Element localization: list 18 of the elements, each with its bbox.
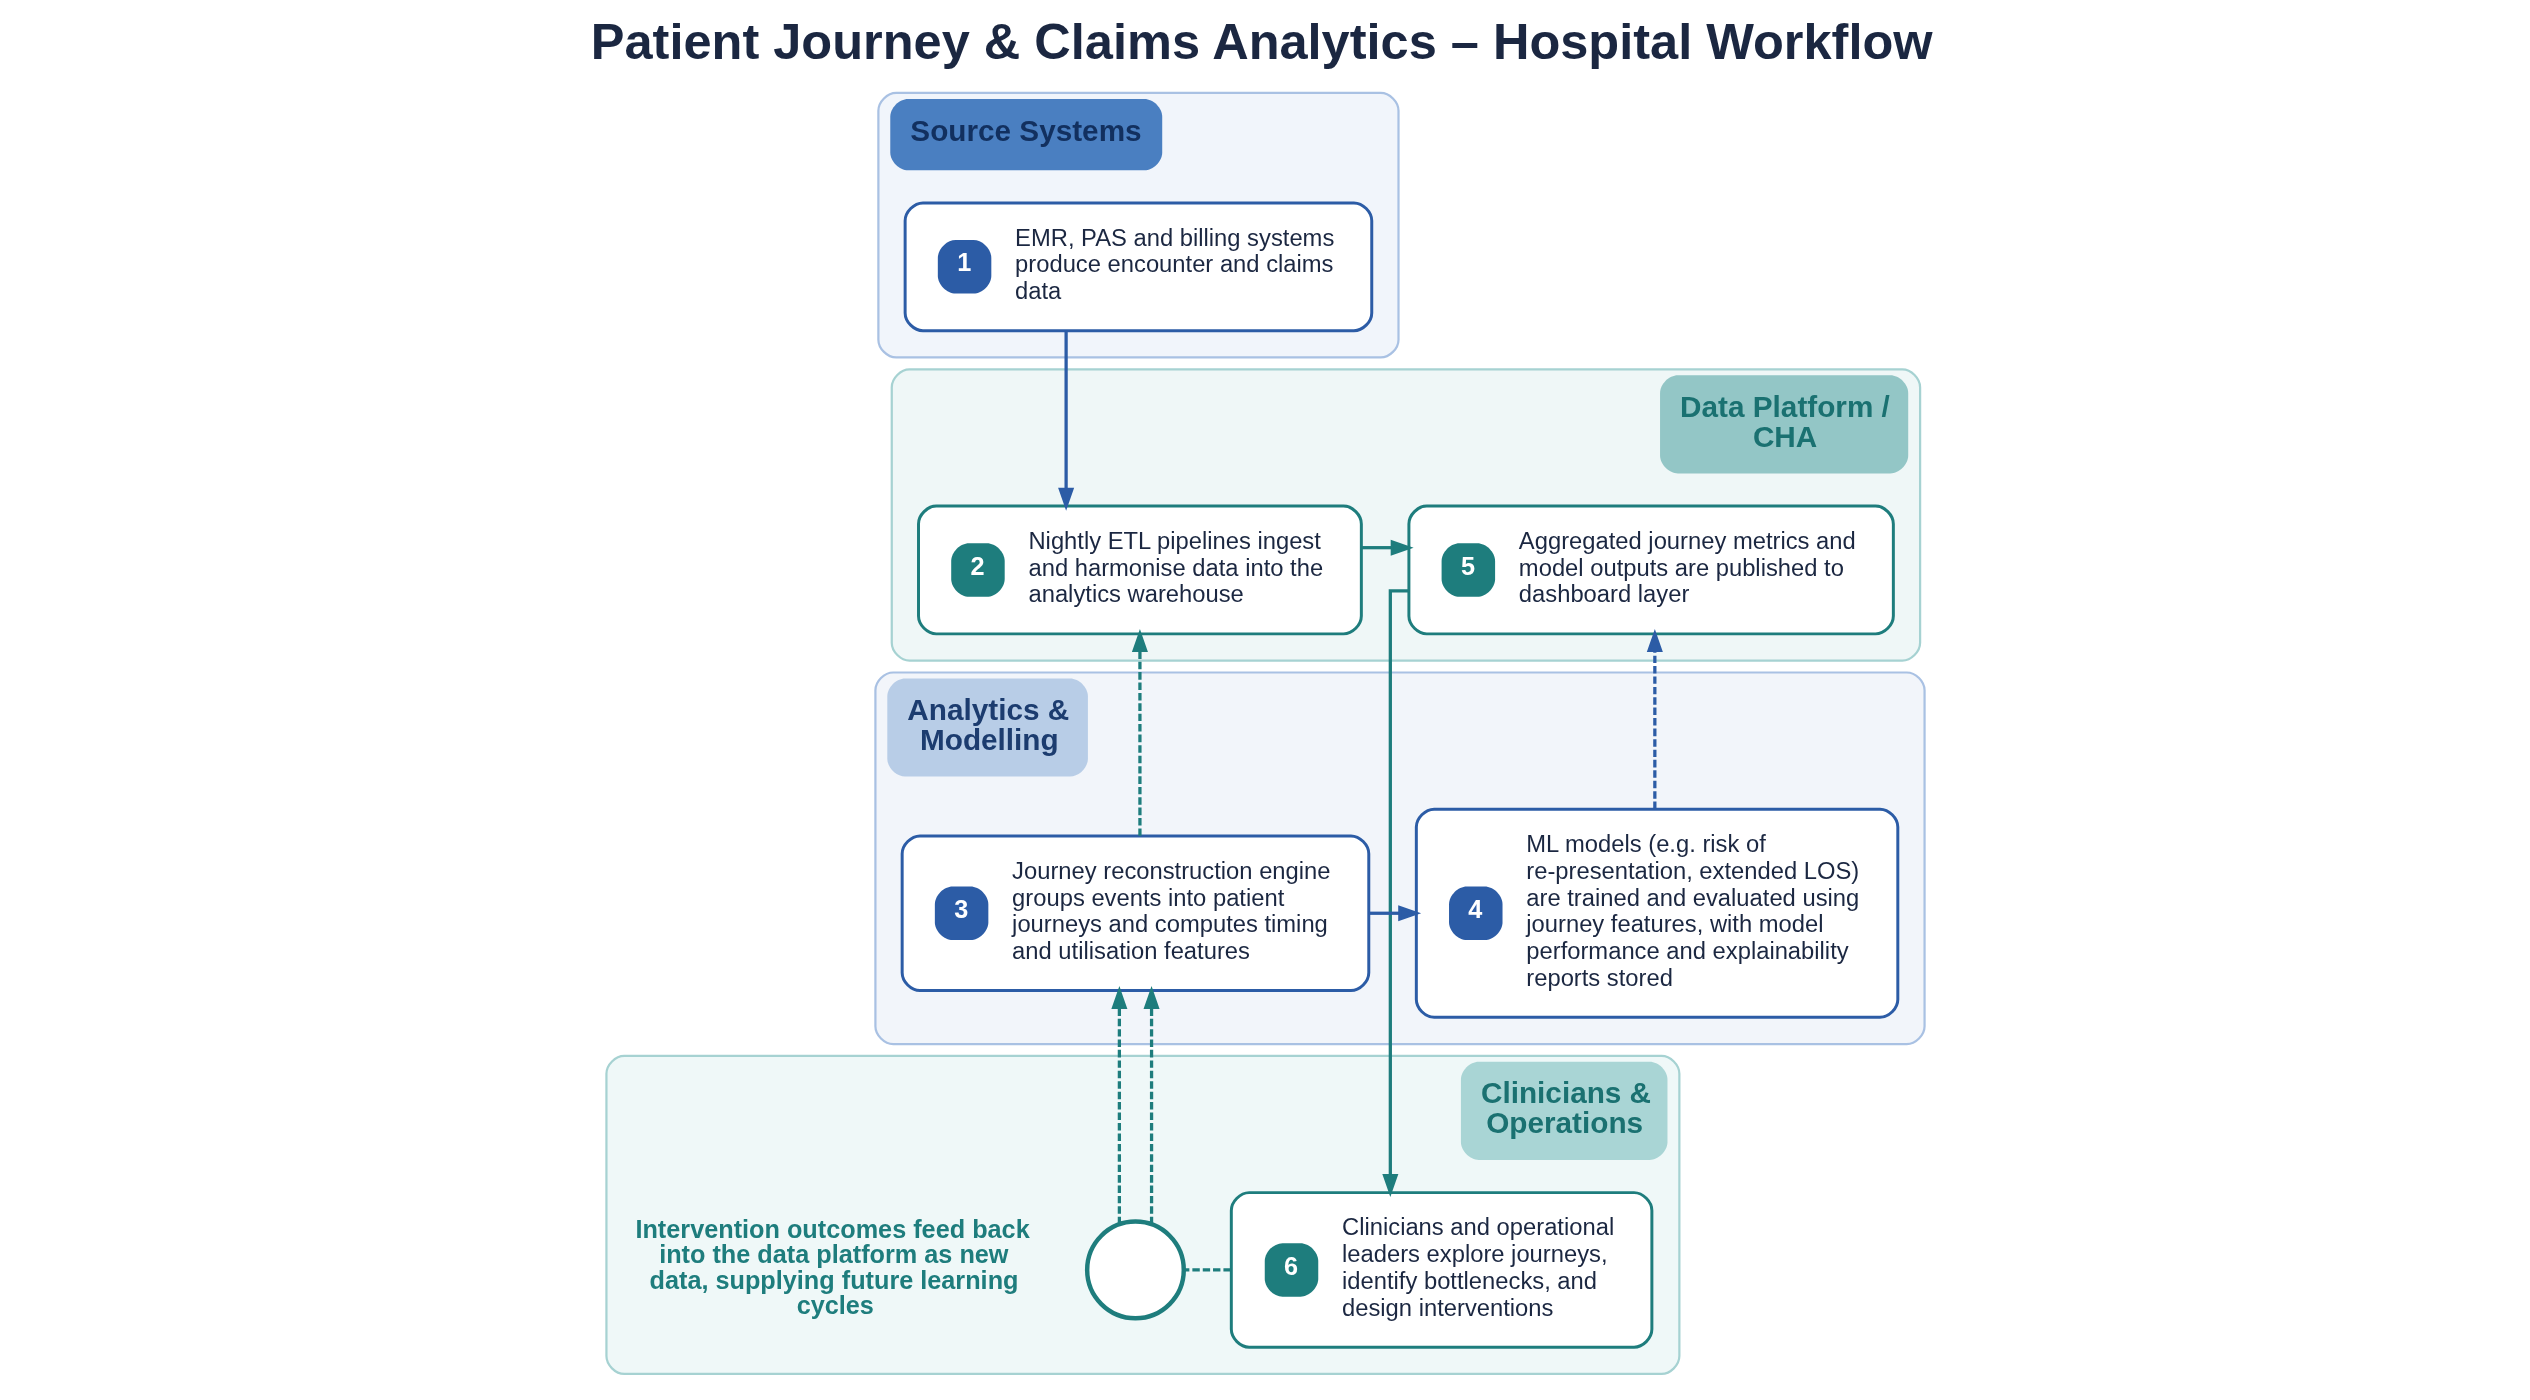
diagram-title: Patient Journey & Claims Analytics – Hospital Workflow xyxy=(590,13,1933,71)
arrow xyxy=(1057,331,1074,511)
node-box: 1 EMR, PAS and billing systems produce encounter and claims data xyxy=(903,201,1373,333)
node-label: Intervention outcomes feed back into the data platform as new data, supplying future learning cycles xyxy=(634,1215,1030,1319)
arrow xyxy=(1361,539,1414,556)
arrow xyxy=(1381,589,1409,1197)
arrow xyxy=(1646,629,1663,809)
node-box: 6 Clinicians and operational leaders explore journeys, identify bottlenecks, and design interventions xyxy=(1229,1191,1653,1349)
arrow xyxy=(1143,985,1160,1224)
node-box: 3 Journey reconstruction engine groups events into patient journeys and computes timing and utilisation features xyxy=(900,834,1370,992)
node-box: 5 Aggregated journey metrics and model outputs are published to dashboard layer xyxy=(1406,504,1895,636)
connector xyxy=(1183,1268,1231,1272)
arrow xyxy=(1368,905,1421,922)
node-circle xyxy=(1084,1219,1186,1321)
node-box: 2 Nightly ETL pipelines ingest and harmonise data into the analytics warehouse xyxy=(916,504,1363,636)
node-box: 4 ML models (e.g. risk of re-presentation, extended LOS) are trained and evaluated using journey features, with model performance and explainability reports stored xyxy=(1414,807,1899,1019)
arrow xyxy=(1110,985,1127,1224)
arrow xyxy=(1131,628,1148,836)
